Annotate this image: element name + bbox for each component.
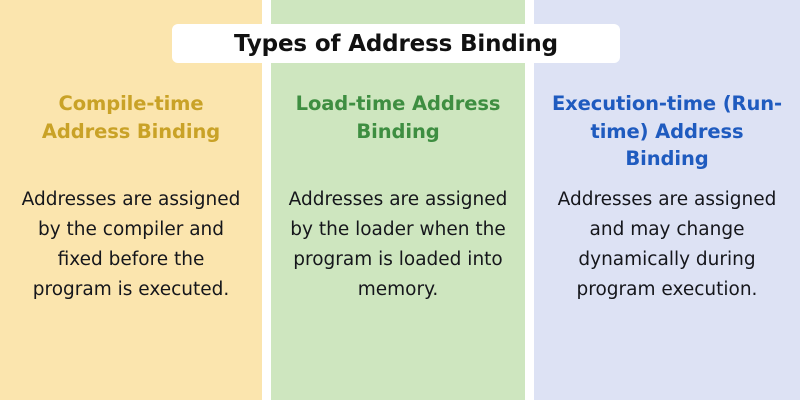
column-body-execution-time: Addresses are assigned and may change dy… [557,189,777,300]
column-body-load-time: Addresses are assigned by the loader whe… [288,189,508,300]
column-heading-compile-time: Compile-time Address Binding [41,92,221,143]
column-heading-load-time: Load-time Address Binding [295,92,501,143]
column-heading-execution-time: Execution-time (Run-time) Address Bindin… [551,92,783,171]
column-load-time: Load-time Address Binding Addresses are … [271,0,525,400]
column-divider-2 [525,0,534,400]
column-body-compile-time: Addresses are assigned by the compiler a… [21,189,241,300]
column-execution-time: Execution-time (Run-time) Address Bindin… [534,0,800,400]
title-banner: Types of Address Binding [172,24,620,63]
column-compile-time: Compile-time Address Binding Addresses a… [0,0,262,400]
page-title: Types of Address Binding [234,30,558,57]
column-divider-1 [262,0,271,400]
